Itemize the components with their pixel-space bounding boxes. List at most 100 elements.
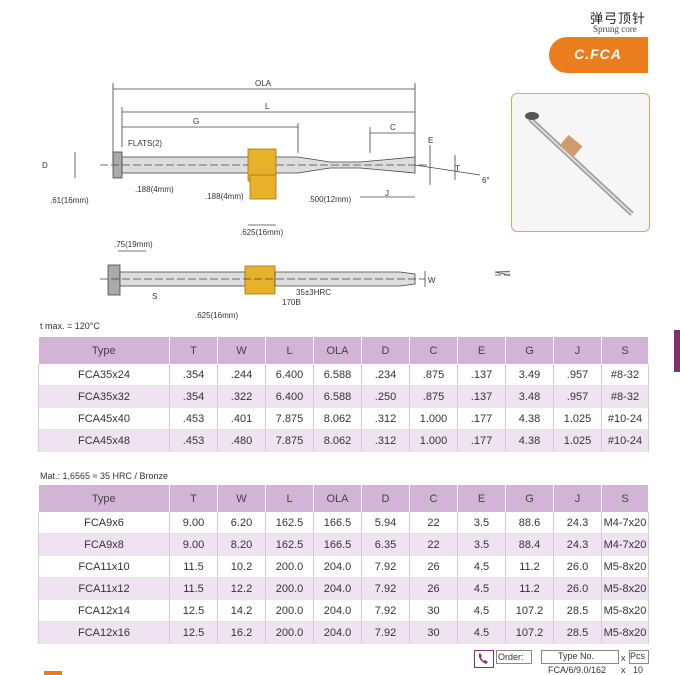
type-cell: FCA35x24	[38, 364, 170, 386]
value-cell: 7.875	[265, 429, 314, 452]
value-cell: 14.2	[217, 599, 266, 622]
column-header: C	[409, 337, 458, 364]
value-cell: 7.92	[361, 555, 410, 578]
value-cell: 9.00	[169, 533, 218, 556]
value-cell: M5-8x20	[601, 555, 649, 578]
value-cell: 6.35	[361, 533, 410, 556]
type-cell: FCA45x48	[38, 429, 170, 452]
column-header: E	[457, 485, 506, 512]
value-cell: 24.3	[553, 512, 602, 534]
value-cell: 9.00	[169, 512, 218, 534]
type-cell: FCA9x6	[38, 512, 170, 534]
value-cell: 6.20	[217, 512, 266, 534]
value-cell: 166.5	[313, 512, 362, 534]
column-header: E	[457, 337, 506, 364]
value-cell: .401	[217, 407, 266, 430]
type-no-box	[541, 650, 619, 664]
value-cell: 24.3	[553, 533, 602, 556]
multiply-sign-2: x	[621, 665, 626, 675]
value-cell: 200.0	[265, 577, 314, 600]
value-cell: 26.0	[553, 555, 602, 578]
label-part: 170B	[282, 298, 301, 307]
dim-500: .500(12mm)	[308, 195, 351, 204]
column-header: T	[169, 337, 218, 364]
column-header: G	[505, 337, 554, 364]
dim-j: J	[385, 189, 389, 198]
dim-w: W	[428, 276, 436, 285]
type-cell: FCA12x14	[38, 599, 170, 622]
value-cell: .957	[553, 385, 602, 408]
label-hrc: 35±3HRC	[296, 288, 331, 297]
value-cell: 11.5	[169, 555, 218, 578]
column-header: OLA	[313, 485, 362, 512]
label-angle: 6°	[482, 176, 490, 185]
value-cell: 1.025	[553, 407, 602, 430]
technical-drawing: OLA L G C E D T J FLATS(2) 6° .188(4mm) …	[42, 79, 510, 320]
value-cell: .137	[457, 385, 506, 408]
value-cell: 200.0	[265, 621, 314, 644]
type-cell: FCA11x12	[38, 577, 170, 600]
value-cell: .875	[409, 364, 458, 386]
dim-c: C	[390, 123, 396, 132]
value-cell: 12.5	[169, 599, 218, 622]
value-cell: 162.5	[265, 533, 314, 556]
value-cell: 6.400	[265, 364, 314, 386]
value-cell: .312	[361, 407, 410, 430]
value-cell: 28.5	[553, 599, 602, 622]
value-cell: #8-32	[601, 364, 649, 386]
title-english: Sprung core	[593, 24, 637, 34]
dim-188-top: .188(4mm)	[135, 185, 174, 194]
column-header: L	[265, 485, 314, 512]
value-cell: 3.48	[505, 385, 554, 408]
value-cell: 11.2	[505, 555, 554, 578]
label-flats: FLATS(2)	[128, 139, 162, 148]
column-header: D	[361, 485, 410, 512]
value-cell: 16.2	[217, 621, 266, 644]
pcs-box	[629, 650, 649, 664]
dim-ola: OLA	[255, 79, 272, 88]
value-cell: 204.0	[313, 621, 362, 644]
value-cell: 4.5	[457, 555, 506, 578]
value-cell: 162.5	[265, 512, 314, 534]
value-cell: 12.5	[169, 621, 218, 644]
value-cell: 107.2	[505, 599, 554, 622]
dim-t: T	[455, 164, 460, 173]
column-header: C	[409, 485, 458, 512]
product-photo	[511, 93, 650, 232]
value-cell: 6.400	[265, 385, 314, 408]
value-cell: .137	[457, 364, 506, 386]
type-cell: FCA35x32	[38, 385, 170, 408]
value-cell: 6.588	[313, 364, 362, 386]
sprung-core-image	[525, 112, 634, 216]
phone-icon	[474, 650, 494, 668]
multiply-sign: x	[621, 653, 626, 663]
value-cell: 11.2	[505, 577, 554, 600]
value-cell: #10-24	[601, 429, 649, 452]
value-cell: 22	[409, 533, 458, 556]
dim-188-mid: .188(4mm)	[205, 192, 244, 201]
order-label: Order:	[498, 652, 524, 662]
value-cell: .875	[409, 385, 458, 408]
value-cell: 4.5	[457, 621, 506, 644]
title-chinese: 弹弓顶针	[590, 12, 647, 27]
value-cell: 3.49	[505, 364, 554, 386]
dim-625-top: .625(16mm)	[240, 228, 283, 237]
tmax-note: t max. = 120°C	[40, 321, 100, 331]
value-cell: 4.38	[505, 429, 554, 452]
value-cell: 1.000	[409, 429, 458, 452]
value-cell: 200.0	[265, 599, 314, 622]
side-tab-marker	[674, 330, 680, 372]
label-s: S	[152, 292, 157, 301]
value-cell: .354	[169, 364, 218, 386]
value-cell: 8.062	[313, 407, 362, 430]
value-cell: 10.2	[217, 555, 266, 578]
